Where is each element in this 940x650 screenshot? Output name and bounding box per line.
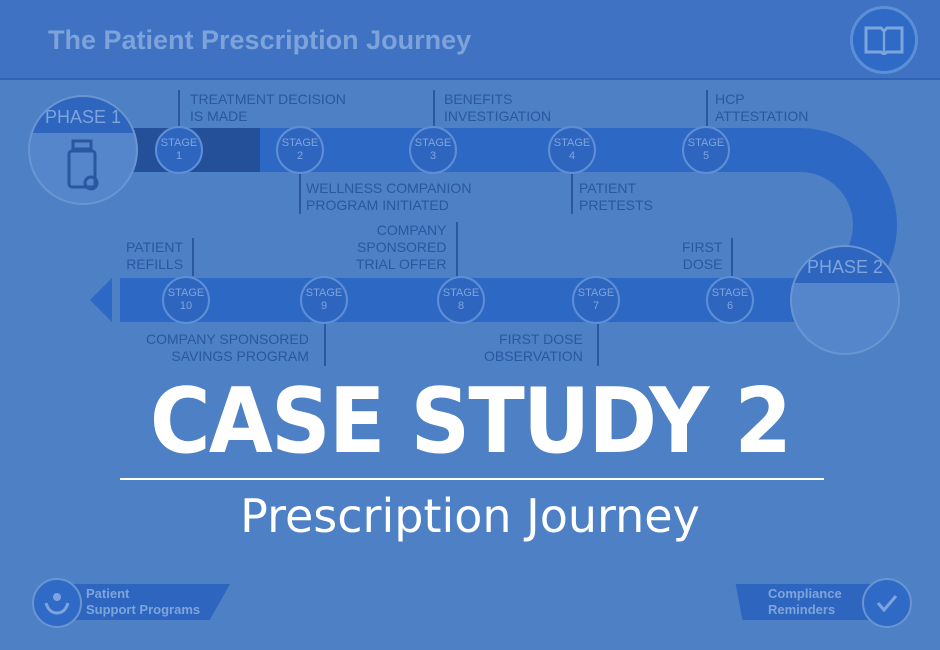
connector [299, 174, 301, 214]
phase-2-badge: PHASE 2 [790, 245, 900, 355]
stage-4-label: PATIENT PRETESTS [579, 180, 653, 213]
connector [192, 238, 194, 276]
stage-10-label: PATIENT REFILLS [126, 239, 184, 272]
patient-support-programs-label: Patient Support Programs [60, 584, 230, 620]
stage-2-label: WELLNESS COMPANION PROGRAM INITIATED [306, 180, 472, 213]
connector [433, 90, 435, 126]
connector [178, 90, 180, 126]
hands-heart-icon [32, 578, 82, 628]
stage-8-label: COMPANY SPONSORED TRIAL OFFER [356, 222, 447, 272]
page-title: The Patient Prescription Journey [48, 25, 472, 55]
book-icon [850, 6, 918, 74]
stage-6-label: FIRST DOSE [682, 239, 723, 272]
case-study-title: CASE STUDY 2 [149, 369, 792, 474]
phase-1-badge: PHASE 1 [28, 95, 138, 205]
connector [324, 324, 326, 366]
connector [597, 324, 599, 366]
connector [571, 174, 573, 214]
stage-5-label: HCP ATTESTATION [715, 91, 809, 124]
stage-9-label: COMPANY SPONSORED SAVINGS PROGRAM [146, 331, 309, 364]
connector [456, 222, 458, 276]
header-band [0, 0, 940, 80]
stage-3-label: BENEFITS INVESTIGATION [444, 91, 552, 124]
stage-1-label: TREATMENT DECISION IS MADE [190, 91, 346, 124]
medicine-bottle-icon [30, 133, 136, 196]
checkmark-icon [862, 578, 912, 628]
connector [706, 90, 708, 126]
stage-7-label: FIRST DOSE OBSERVATION [484, 331, 583, 364]
connector [731, 238, 733, 276]
divider [120, 478, 824, 480]
case-study-subtitle: Prescription Journey [240, 489, 700, 543]
